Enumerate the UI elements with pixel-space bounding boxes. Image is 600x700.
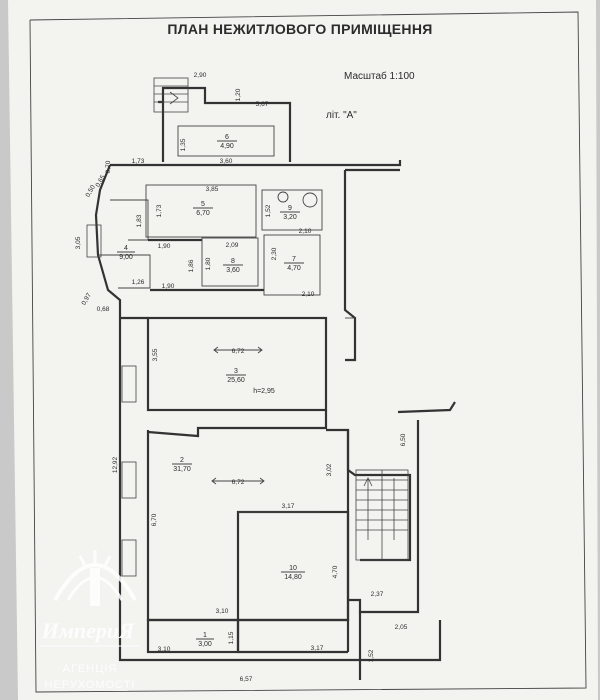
svg-text:3,05: 3,05 (75, 236, 82, 249)
svg-text:3,10: 3,10 (158, 646, 171, 653)
liter-label: літ. "А" (326, 110, 357, 121)
svg-text:3,60: 3,60 (226, 267, 240, 274)
svg-text:3,85: 3,85 (206, 186, 219, 193)
svg-text:1,83: 1,83 (136, 214, 143, 227)
svg-text:0,68: 0,68 (97, 306, 110, 313)
svg-text:1,26: 1,26 (132, 279, 145, 286)
svg-text:6,70: 6,70 (151, 513, 158, 526)
svg-text:2,10: 2,10 (299, 228, 312, 235)
plan-title: ПЛАН НЕЖИТЛОВОГО ПРИМІЩЕННЯ (167, 21, 432, 37)
svg-text:3: 3 (234, 368, 238, 375)
svg-text:3,10: 3,10 (216, 608, 229, 615)
svg-text:6,57: 6,57 (240, 676, 253, 683)
svg-text:14,80: 14,80 (284, 574, 302, 581)
agency-subtitle-1: АГЕНЦІЯ (63, 663, 118, 675)
svg-text:1,73: 1,73 (132, 158, 145, 165)
svg-text:3,17: 3,17 (311, 645, 324, 652)
room-label: 5 6,70 (193, 201, 213, 217)
svg-text:4,90: 4,90 (220, 143, 234, 150)
room-label: 1 3,00 (196, 632, 214, 648)
svg-text:9,00: 9,00 (119, 254, 133, 261)
paper-sheet (8, 0, 598, 700)
svg-text:4,70: 4,70 (332, 565, 339, 578)
svg-text:3,02: 3,02 (326, 463, 333, 476)
svg-text:3,17: 3,17 (282, 503, 295, 510)
svg-text:3,20: 3,20 (283, 214, 297, 221)
frame-border (29, 11, 587, 693)
svg-text:4,70: 4,70 (287, 265, 301, 272)
svg-text:5: 5 (201, 201, 205, 208)
svg-text:1,86: 1,86 (188, 259, 195, 272)
agency-logo-icon (53, 550, 137, 606)
svg-text:25,60: 25,60 (227, 377, 245, 384)
room-labels: 1 3,00 2 31,70 3 25,60 4 9,00 5 6,70 6 4… (117, 134, 305, 648)
room-label: 6 4,90 (217, 134, 237, 150)
svg-text:5,67: 5,67 (256, 101, 269, 108)
svg-text:10: 10 (289, 565, 297, 572)
svg-text:6,72: 6,72 (232, 479, 245, 486)
svg-text:1,73: 1,73 (156, 204, 163, 217)
svg-text:1,35: 1,35 (180, 138, 187, 151)
svg-text:1,52: 1,52 (265, 204, 272, 217)
svg-text:2: 2 (180, 457, 184, 464)
scale-label: Масштаб 1:100 (344, 70, 415, 82)
room-label: 2 31,70 (172, 457, 192, 473)
height-label: h=2,95 (253, 388, 275, 395)
svg-text:1: 1 (203, 632, 207, 639)
room-label: 10 14,80 (281, 565, 305, 581)
svg-text:2,37: 2,37 (371, 591, 384, 598)
svg-text:7: 7 (292, 256, 296, 263)
svg-text:0,70: 0,70 (105, 160, 112, 173)
svg-text:6,70: 6,70 (196, 210, 210, 217)
svg-text:8: 8 (231, 258, 235, 265)
svg-text:2,90: 2,90 (194, 72, 207, 79)
svg-text:2,30: 2,30 (271, 247, 278, 260)
dimension-arrows (211, 346, 265, 485)
agency-watermark: ИмпериЯ АГЕНЦІЯ НЕРУХОМОСТІ (40, 550, 140, 691)
svg-text:12,92: 12,92 (112, 456, 119, 473)
room-label: 4 9,00 (117, 245, 135, 261)
svg-text:1,52: 1,52 (368, 649, 375, 662)
svg-text:2,09: 2,09 (226, 242, 239, 249)
svg-text:9: 9 (288, 205, 292, 212)
svg-text:2,05: 2,05 (395, 624, 408, 631)
svg-text:1,80: 1,80 (205, 257, 212, 270)
svg-text:31,70: 31,70 (173, 466, 191, 473)
agency-brand: ИмпериЯ (41, 618, 135, 643)
walls (86, 77, 456, 680)
agency-subtitle-2: НЕРУХОМОСТІ (45, 679, 136, 691)
svg-text:6,72: 6,72 (232, 348, 245, 355)
svg-text:3,60: 3,60 (220, 158, 233, 165)
room-label: 3 25,60 (226, 368, 246, 384)
svg-text:6,50: 6,50 (400, 433, 407, 446)
svg-text:6: 6 (225, 134, 229, 141)
svg-text:1,90: 1,90 (158, 243, 171, 250)
svg-text:1,15: 1,15 (228, 631, 235, 644)
svg-text:1,20: 1,20 (235, 88, 242, 101)
svg-text:3,55: 3,55 (152, 348, 159, 361)
room-label: 8 3,60 (223, 258, 243, 274)
room-label: 9 3,20 (280, 205, 300, 221)
svg-text:4: 4 (124, 245, 128, 252)
svg-text:2,10: 2,10 (302, 291, 315, 298)
room-label: 7 4,70 (284, 256, 304, 272)
svg-text:1,90: 1,90 (162, 283, 175, 290)
svg-text:3,00: 3,00 (198, 641, 212, 648)
